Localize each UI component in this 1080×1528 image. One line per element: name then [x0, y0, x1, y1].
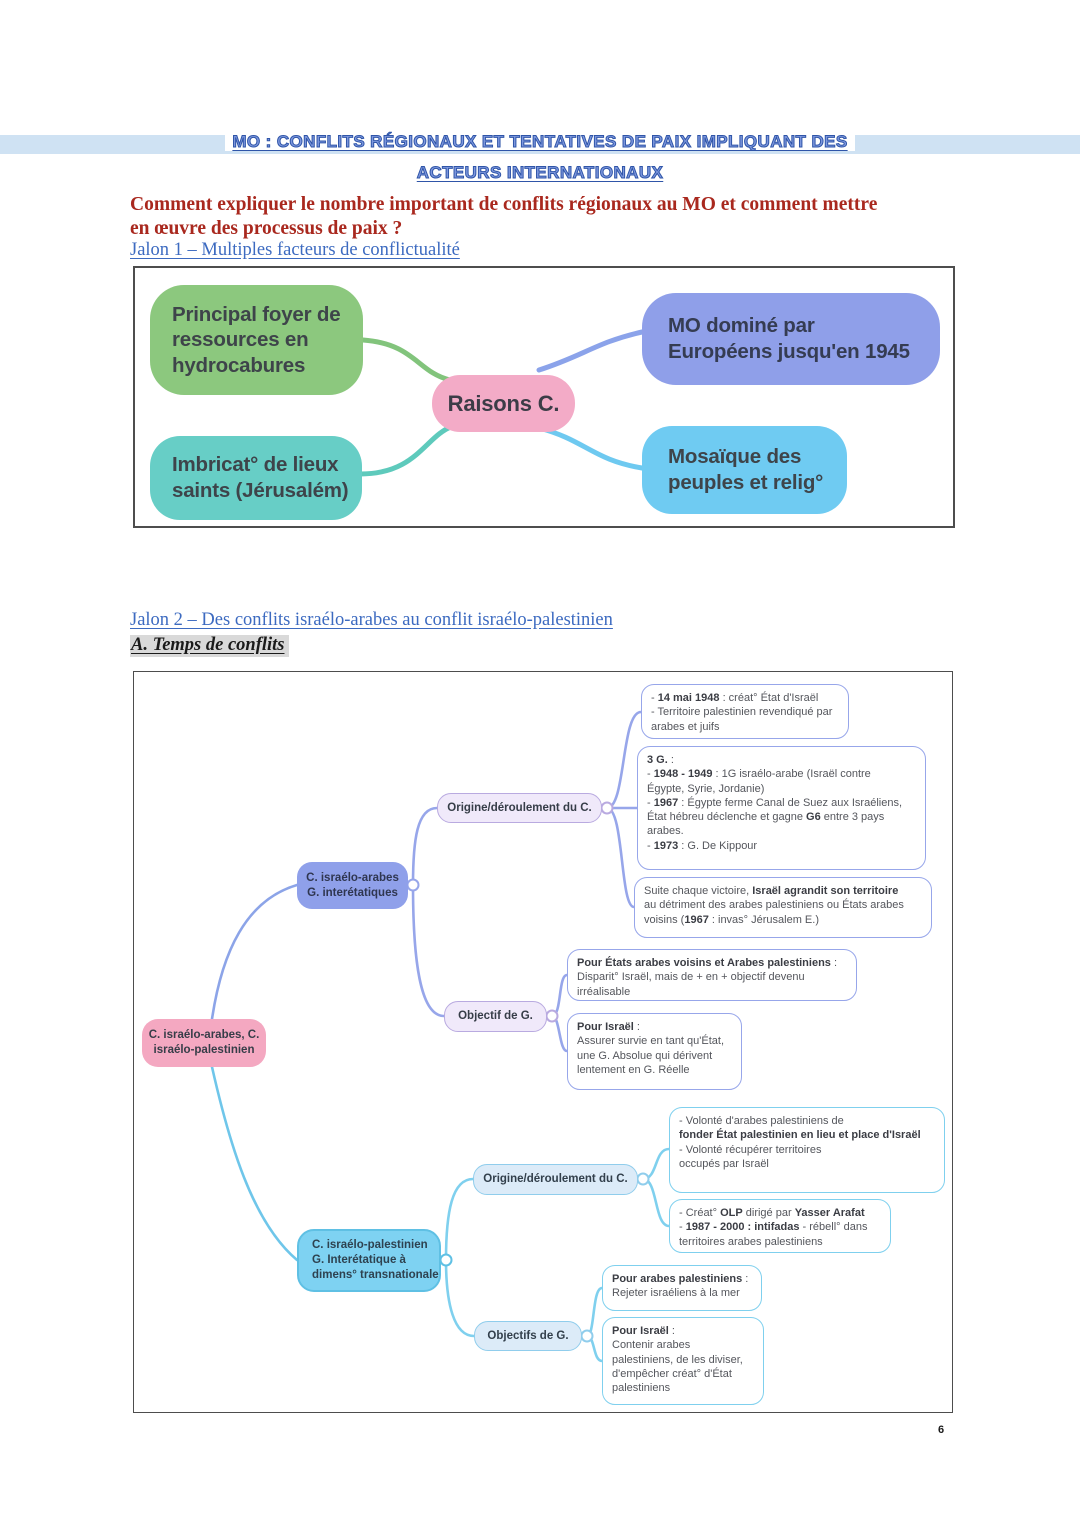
- branch1-origine-node: Origine/déroulement du C.: [437, 793, 602, 823]
- branch1-objectif-node: Objectif de G.: [444, 1001, 547, 1032]
- info-box-14-mai-1948: - 14 mai 1948 : créat° État d'Israël- Te…: [641, 684, 849, 739]
- document-title-line-1: MO : CONFLITS RÉGIONAUX ET TENTATIVES DE…: [0, 132, 1080, 152]
- document-title-text-1: MO : CONFLITS RÉGIONAUX ET TENTATIVES DE…: [225, 132, 855, 152]
- document-title-line-2: ACTEURS INTERNATIONAUX: [0, 163, 1080, 183]
- guiding-question: Comment expliquer le nombre important de…: [130, 194, 878, 239]
- info-box-victoires: Suite chaque victoire, Israël agrandit s…: [634, 877, 932, 938]
- mindmap1-connector-curves: [357, 329, 645, 477]
- section-a-heading: A. Temps de conflits: [130, 635, 290, 657]
- branch2-origine-node: Origine/déroulement du C.: [473, 1164, 638, 1195]
- info-box-objectif-arabes-palestiniens: Pour arabes palestiniens :Rejeter israél…: [602, 1265, 762, 1311]
- center-node-raisons: Raisons C.: [432, 375, 575, 432]
- jalon-2-heading: Jalon 2 – Des conflits israélo-arabes au…: [130, 610, 613, 630]
- branch2-objectifs-node: Objectifs de G.: [474, 1321, 582, 1351]
- info-box-olp-intifadas: - Créat° OLP dirigé par Yasser Arafat- 1…: [669, 1199, 891, 1253]
- jalon-1-heading: Jalon 1 – Multiples facteurs de conflict…: [130, 240, 460, 260]
- info-box-objectif-israel-1: Pour Israël :Assurer survie en tant qu'É…: [567, 1013, 742, 1090]
- info-box-3-guerres: 3 G. :- 1948 - 1949 : 1G israélo-arabe (…: [637, 746, 926, 870]
- document-title-text-2: ACTEURS INTERNATIONAUX: [409, 163, 671, 183]
- page-number: 6: [938, 1424, 945, 1436]
- mindmap-temps-de-conflits: C. israélo-arabes, C.israélo-palestinien…: [133, 671, 953, 1413]
- info-box-objectif-etats-arabes: Pour États arabes voisins et Arabes pale…: [567, 949, 857, 1001]
- mindmap2-connector-curves: [210, 710, 671, 1363]
- root-node-conflits: C. israélo-arabes, C.israélo-palestinien: [142, 1019, 266, 1067]
